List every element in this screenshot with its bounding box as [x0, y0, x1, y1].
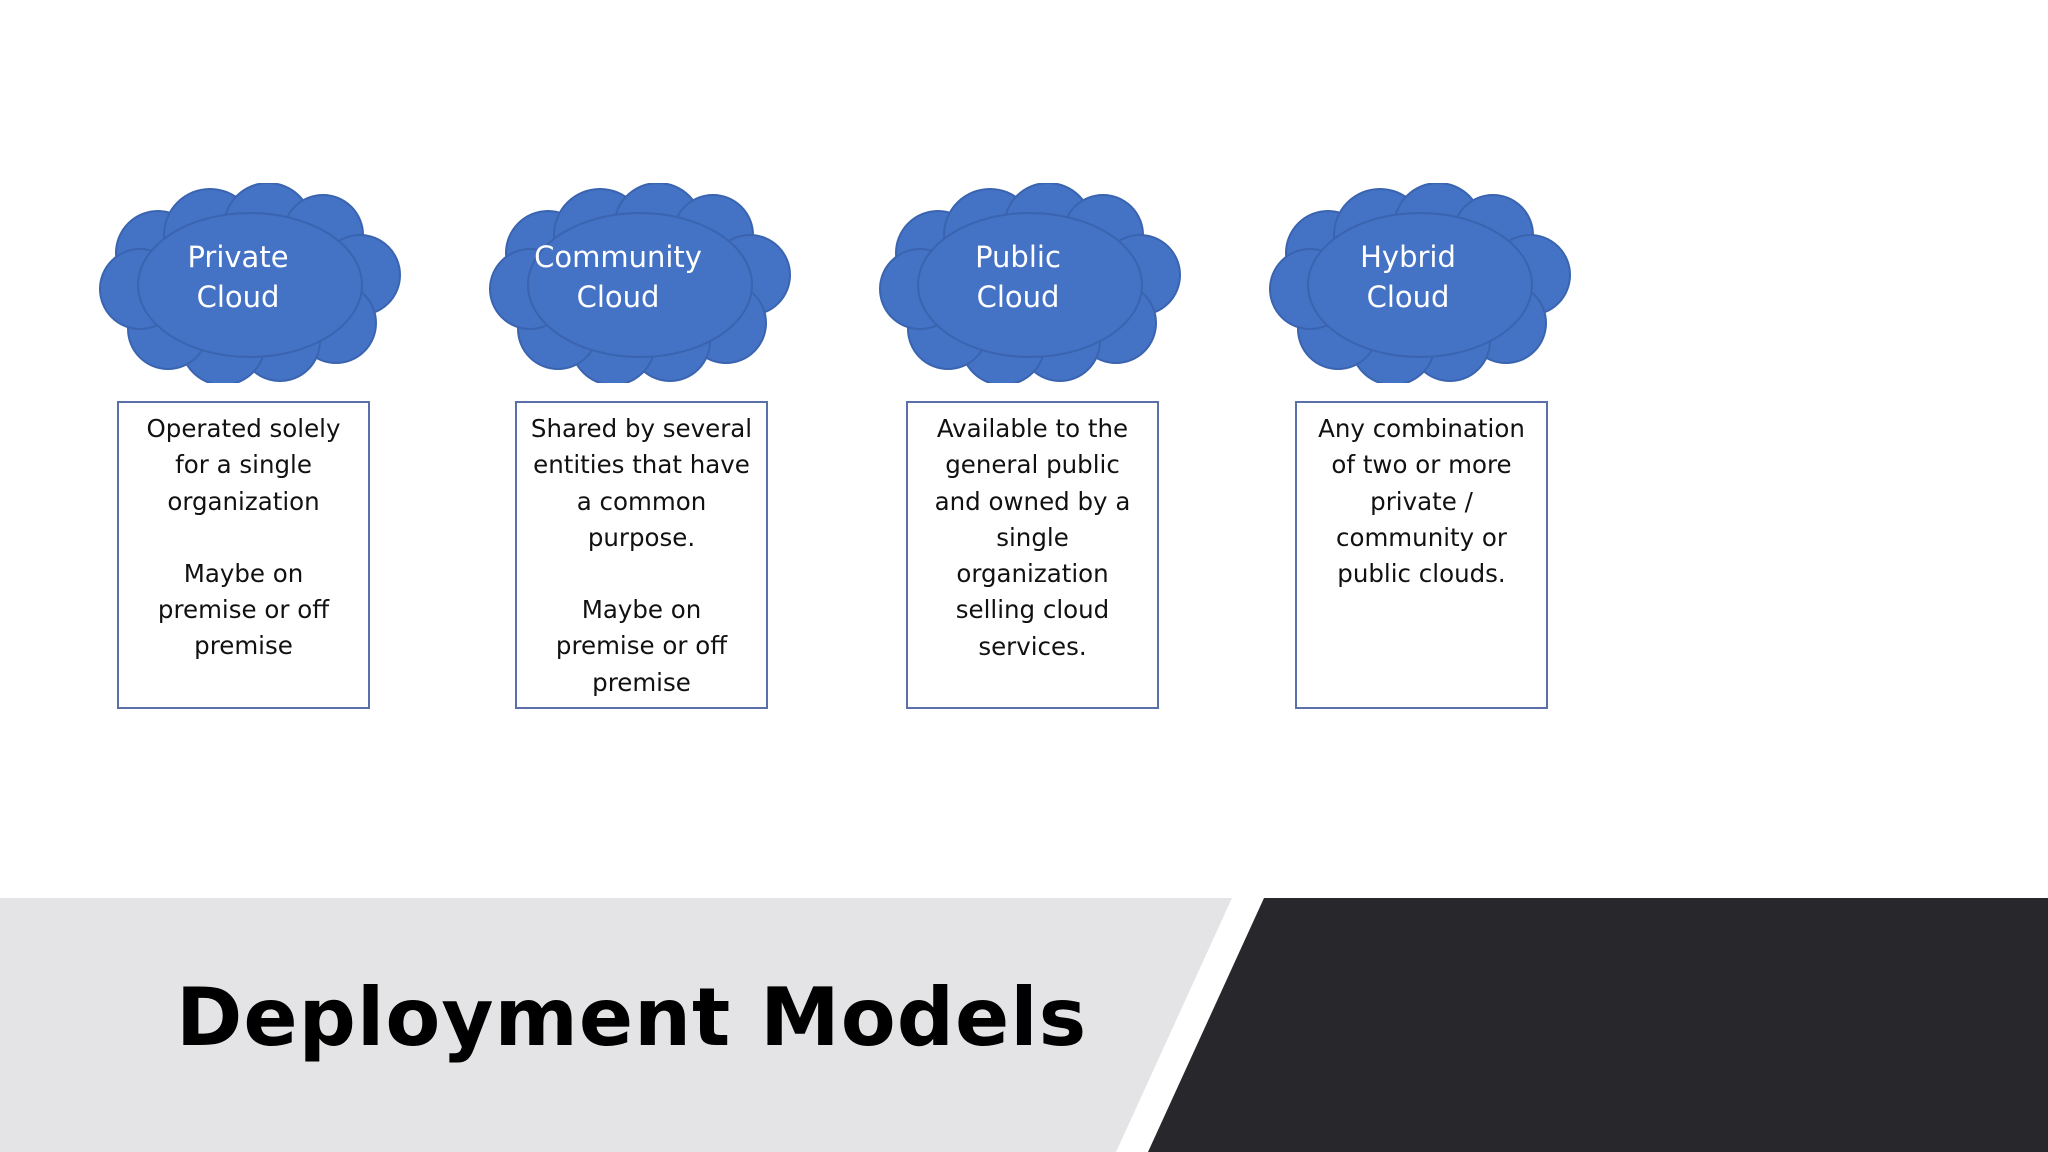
description-line: premise	[194, 631, 293, 661]
community-cloud-shape: Community Cloud	[488, 183, 798, 383]
cloud-label-line: Cloud	[976, 280, 1060, 314]
description-line: organization	[956, 559, 1109, 589]
cloud-icon	[99, 183, 401, 383]
description-line: organization	[167, 486, 320, 516]
cloud-label: Community Cloud	[508, 237, 728, 317]
description-line: general public	[945, 450, 1120, 480]
cloud-icon	[489, 183, 791, 383]
description-line: Maybe on	[183, 558, 304, 588]
public-cloud-description: Available to the general public and owne…	[906, 401, 1159, 709]
description-line: Maybe on	[581, 595, 702, 625]
cloud-label-line: Community	[534, 240, 702, 274]
description-line: Any combination	[1318, 414, 1525, 443]
cloud-label-line: Cloud	[1366, 280, 1450, 314]
hybrid-cloud-description: Any combination of two or more private /…	[1295, 401, 1548, 709]
cloud-label-line: Private	[187, 240, 289, 274]
footer-light-panel	[0, 898, 1232, 1152]
description-paragraph: Any combination of two or more private /…	[1297, 411, 1546, 592]
footer-band	[0, 898, 2048, 1152]
community-cloud-description: Shared by several entities that have a c…	[515, 401, 768, 709]
cloud-icon	[1269, 183, 1571, 383]
cloud-icon	[879, 183, 1181, 383]
description-paragraph: Shared by several entities that have a c…	[517, 411, 766, 556]
description-line: of two or more	[1331, 450, 1512, 480]
description-line: public clouds.	[1337, 559, 1506, 589]
description-line: private /	[1370, 486, 1473, 516]
description-line: Operated solely	[146, 414, 341, 443]
description-line: premise or off	[555, 631, 728, 661]
description-line: premise	[592, 667, 691, 697]
hybrid-cloud-shape: Hybrid Cloud	[1268, 183, 1578, 383]
cloud-label-line: Hybrid	[1360, 240, 1456, 274]
description-line: a common	[576, 486, 707, 516]
cloud-label-line: Cloud	[196, 280, 280, 314]
page-title: Deployment Models	[176, 971, 1088, 1064]
cloud-label: Public Cloud	[908, 237, 1128, 317]
cloud-label-line: Public	[975, 240, 1061, 274]
description-line: Shared by several	[530, 414, 753, 443]
description-line: entities that have	[533, 450, 750, 480]
description-paragraph: Maybe on premise or off premise	[517, 592, 766, 701]
description-line: purpose.	[587, 522, 696, 552]
footer-shapes	[0, 898, 2048, 1152]
description-line: single	[996, 522, 1069, 552]
cloud-label: Hybrid Cloud	[1298, 237, 1518, 317]
description-paragraph: Maybe on premise or off premise	[119, 556, 368, 665]
description-line: Available to the	[936, 414, 1129, 443]
description-line: and owned by a	[934, 486, 1131, 516]
description-line: selling cloud	[955, 595, 1110, 625]
description-paragraph: Available to the general public and owne…	[908, 411, 1157, 665]
public-cloud-shape: Public Cloud	[878, 183, 1188, 383]
description-line: community or	[1335, 522, 1507, 552]
cloud-label: Private Cloud	[128, 237, 348, 317]
private-cloud-shape: Private Cloud	[98, 183, 408, 383]
description-line: premise or off	[157, 595, 330, 625]
description-line: for a single	[175, 450, 312, 480]
description-paragraph: Operated solely for a single organizatio…	[119, 411, 368, 520]
footer-dark-panel	[1148, 898, 2048, 1152]
private-cloud-description: Operated solely for a single organizatio…	[117, 401, 370, 709]
description-line: services.	[978, 631, 1087, 661]
cloud-label-line: Cloud	[576, 280, 660, 314]
